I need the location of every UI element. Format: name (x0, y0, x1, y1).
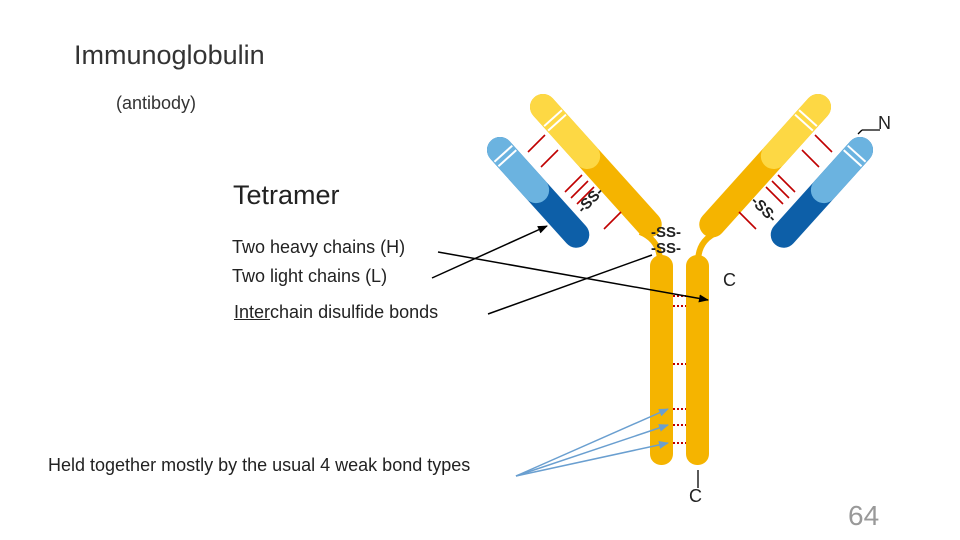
c-terminus-label-upper: C (723, 270, 736, 290)
inter-underlined: Inter (234, 302, 271, 322)
light-chain-left-variable (487, 137, 550, 204)
light-chains-text: Two light chains (L) (232, 266, 388, 286)
interchain-bond-arrow (487, 254, 653, 315)
c-terminus-label-lower: C (689, 486, 702, 506)
heavy-chain-stem-left (650, 255, 673, 465)
hinge-disulfide-bottom: -SS- (651, 240, 681, 257)
hinge-disulfide-top: -SS- (651, 224, 681, 241)
weak-bond-arrows (515, 408, 669, 477)
tetramer-heading: Tetramer (233, 180, 340, 210)
interchain-rest: chain disulfide bonds (270, 302, 439, 322)
slide-title: Immunoglobulin (74, 40, 265, 70)
heavy-chain-arrow (437, 251, 709, 303)
n-terminus-label: N (878, 113, 891, 133)
page-number: 64 (848, 500, 880, 531)
heavy-chain-arm-right-variable (760, 93, 832, 170)
slide-subtitle: (antibody) (116, 93, 197, 113)
n-terminus-leader-diag (857, 129, 863, 135)
interchain-bonds-text: Interchain disulfide bonds (234, 302, 438, 323)
heavy-chain-stem-right (686, 255, 709, 465)
heavy-chain-arm-left-variable (530, 93, 601, 170)
heavy-chains-text: Two heavy chains (H) (232, 237, 406, 257)
intrachain-bonds-right (738, 134, 833, 230)
light-chain-right-variable (810, 137, 873, 204)
stem-bonds (673, 295, 686, 444)
weak-bonds-note: Held together mostly by the usual 4 weak… (48, 455, 471, 475)
light-chain-arrow (431, 225, 548, 279)
intrachain-bonds-left (527, 134, 622, 230)
